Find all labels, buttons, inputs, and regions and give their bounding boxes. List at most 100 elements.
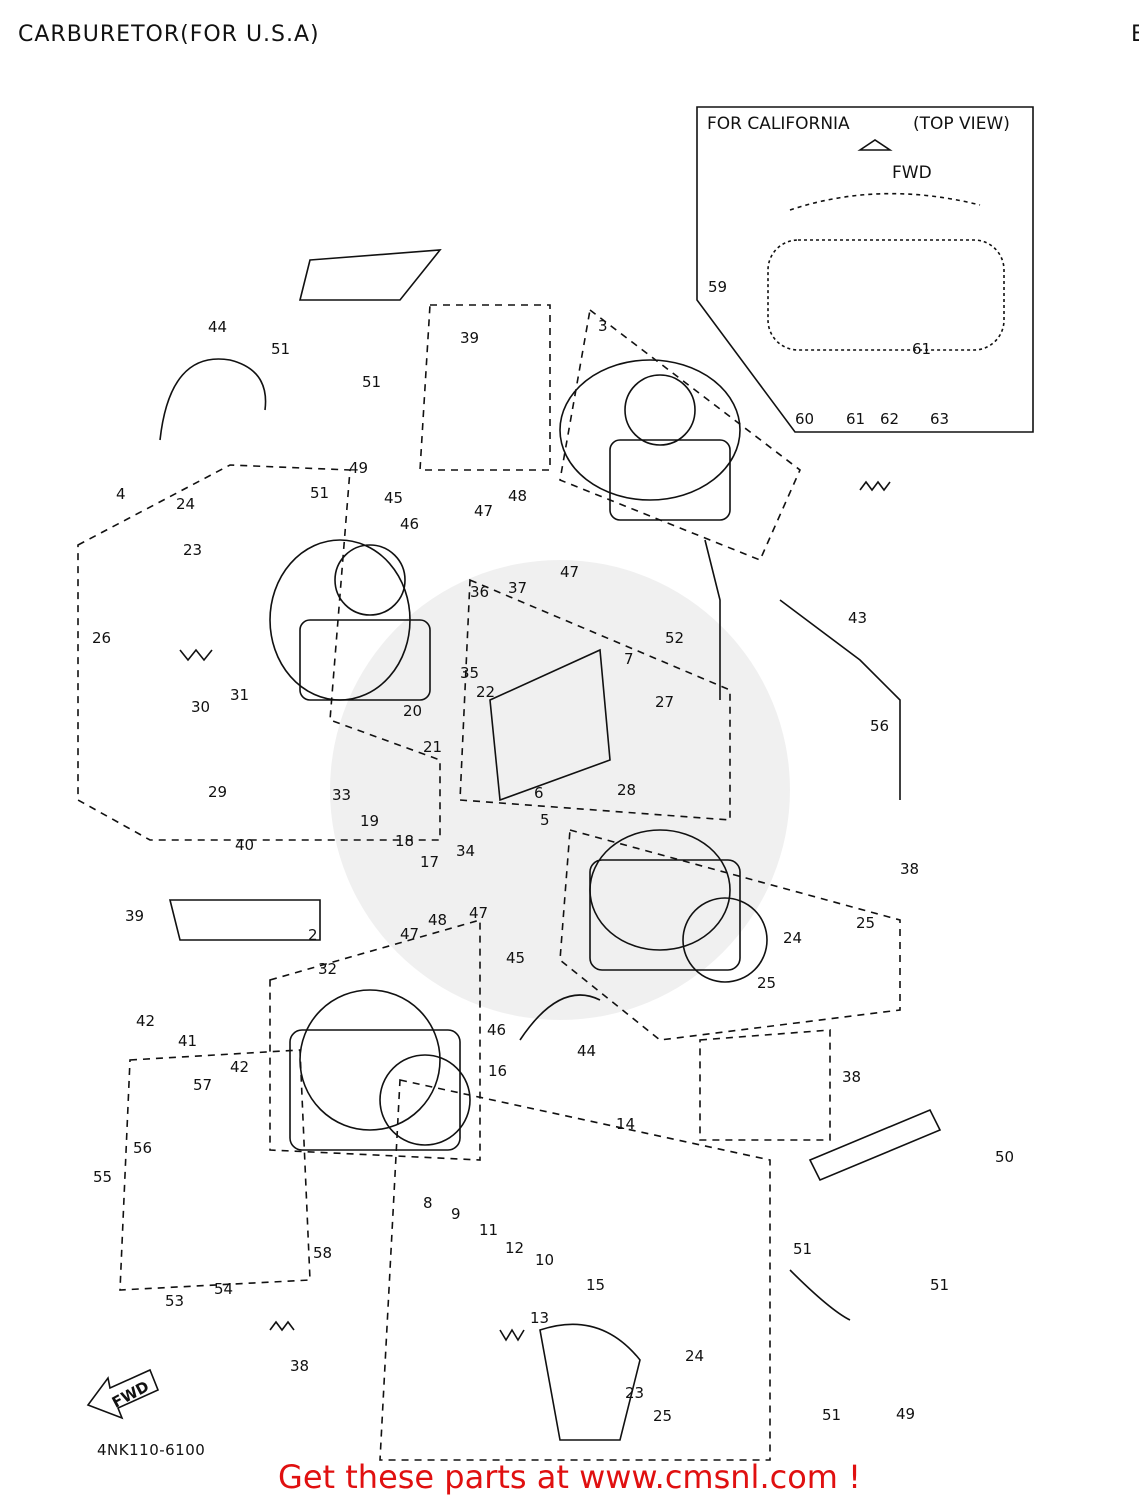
part-label: 57 [193,1076,212,1094]
part-label: 54 [214,1280,233,1298]
part-label: 16 [488,1062,507,1080]
part-label: 24 [176,495,195,513]
part-label: 10 [535,1251,554,1269]
part-label: 17 [420,853,439,871]
part-label: 49 [896,1405,915,1423]
diagram-title-suffix: E [1131,22,1139,47]
part-label: 24 [685,1347,704,1365]
part-label: 20 [403,702,422,720]
part-label: 8 [423,1194,433,1212]
part-label: 25 [856,914,875,932]
part-label: 56 [870,717,889,735]
part-label: 59 [708,278,727,296]
part-label: 49 [349,459,368,477]
carburetor-front-left [289,989,471,1151]
part-label: 61 [846,410,865,428]
part-label: 51 [793,1240,812,1258]
part-label: 6 [534,784,544,802]
part-label: 28 [617,781,636,799]
part-label: 38 [842,1068,861,1086]
inset-view: (TOP VIEW) [913,114,1010,134]
part-label: 47 [474,502,493,520]
part-label: 35 [460,664,479,682]
part-label: 60 [795,410,814,428]
part-label: 38 [290,1357,309,1375]
watermark-logo [330,560,790,1020]
part-label: 26 [92,629,111,647]
part-label: 25 [757,974,776,992]
part-label: 61 [912,340,931,358]
part-label: 42 [230,1058,249,1076]
diagram-title: CARBURETOR(FOR U.S.A) [18,22,320,47]
part-label: 21 [423,738,442,756]
inset-fwd: FWD [892,163,932,183]
fwd-arrow-shape [86,1368,160,1420]
part-label: 47 [560,563,579,581]
promo-link[interactable]: Get these parts at www.cmsnl.com ! [278,1458,861,1496]
part-label: 2 [308,926,318,944]
part-label: 52 [665,629,684,647]
part-label: 29 [208,783,227,801]
part-label: 19 [360,812,379,830]
part-label: 12 [505,1239,524,1257]
part-label: 51 [930,1276,949,1294]
part-label: 32 [318,960,337,978]
part-label: 46 [487,1021,506,1039]
part-label: 4 [116,485,126,503]
part-label: 40 [235,836,254,854]
part-label: 43 [848,609,867,627]
part-label: 47 [469,904,488,922]
part-label: 25 [653,1407,672,1425]
part-label: 13 [530,1309,549,1327]
part-label: 62 [880,410,899,428]
part-label: 51 [271,340,290,358]
part-label: 7 [624,650,634,668]
part-label: 51 [362,373,381,391]
part-label: 44 [208,318,227,336]
part-label: 53 [165,1292,184,1310]
part-label: 11 [479,1221,498,1239]
part-label: 55 [93,1168,112,1186]
part-label: 9 [451,1205,461,1223]
part-label: 44 [577,1042,596,1060]
part-label: 56 [133,1139,152,1157]
carburetor-front-right [589,829,768,983]
part-label: 39 [460,329,479,347]
carburetor-rear-left [269,539,431,701]
part-label: 14 [616,1115,635,1133]
california-inset-frame [696,106,1034,433]
part-label: 36 [470,583,489,601]
part-label: 63 [930,410,949,428]
carburetor-rear-right [559,359,741,521]
fwd-arrow-label: FWD [109,1377,152,1411]
part-label: 18 [395,832,414,850]
part-label: 48 [508,487,527,505]
part-label: 34 [456,842,475,860]
part-label: 33 [332,786,351,804]
diagram-code: 4NK110-6100 [97,1441,206,1459]
part-label: 15 [586,1276,605,1294]
part-label: 42 [136,1012,155,1030]
part-label: 58 [313,1244,332,1262]
part-label: 23 [625,1384,644,1402]
part-label: 51 [310,484,329,502]
part-label: 38 [900,860,919,878]
part-label: 51 [822,1406,841,1424]
part-label: 3 [598,317,608,335]
part-label: 41 [178,1032,197,1050]
part-label: 30 [191,698,210,716]
part-label: 45 [506,949,525,967]
part-label: 37 [508,579,527,597]
part-label: 27 [655,693,674,711]
part-label: 24 [783,929,802,947]
part-label: 50 [995,1148,1014,1166]
part-label: 45 [384,489,403,507]
part-label: 48 [428,911,447,929]
part-label: 46 [400,515,419,533]
part-label: 23 [183,541,202,559]
part-label: 31 [230,686,249,704]
inset-title: FOR CALIFORNIA [707,114,850,134]
part-label: 39 [125,907,144,925]
part-label: 22 [476,683,495,701]
